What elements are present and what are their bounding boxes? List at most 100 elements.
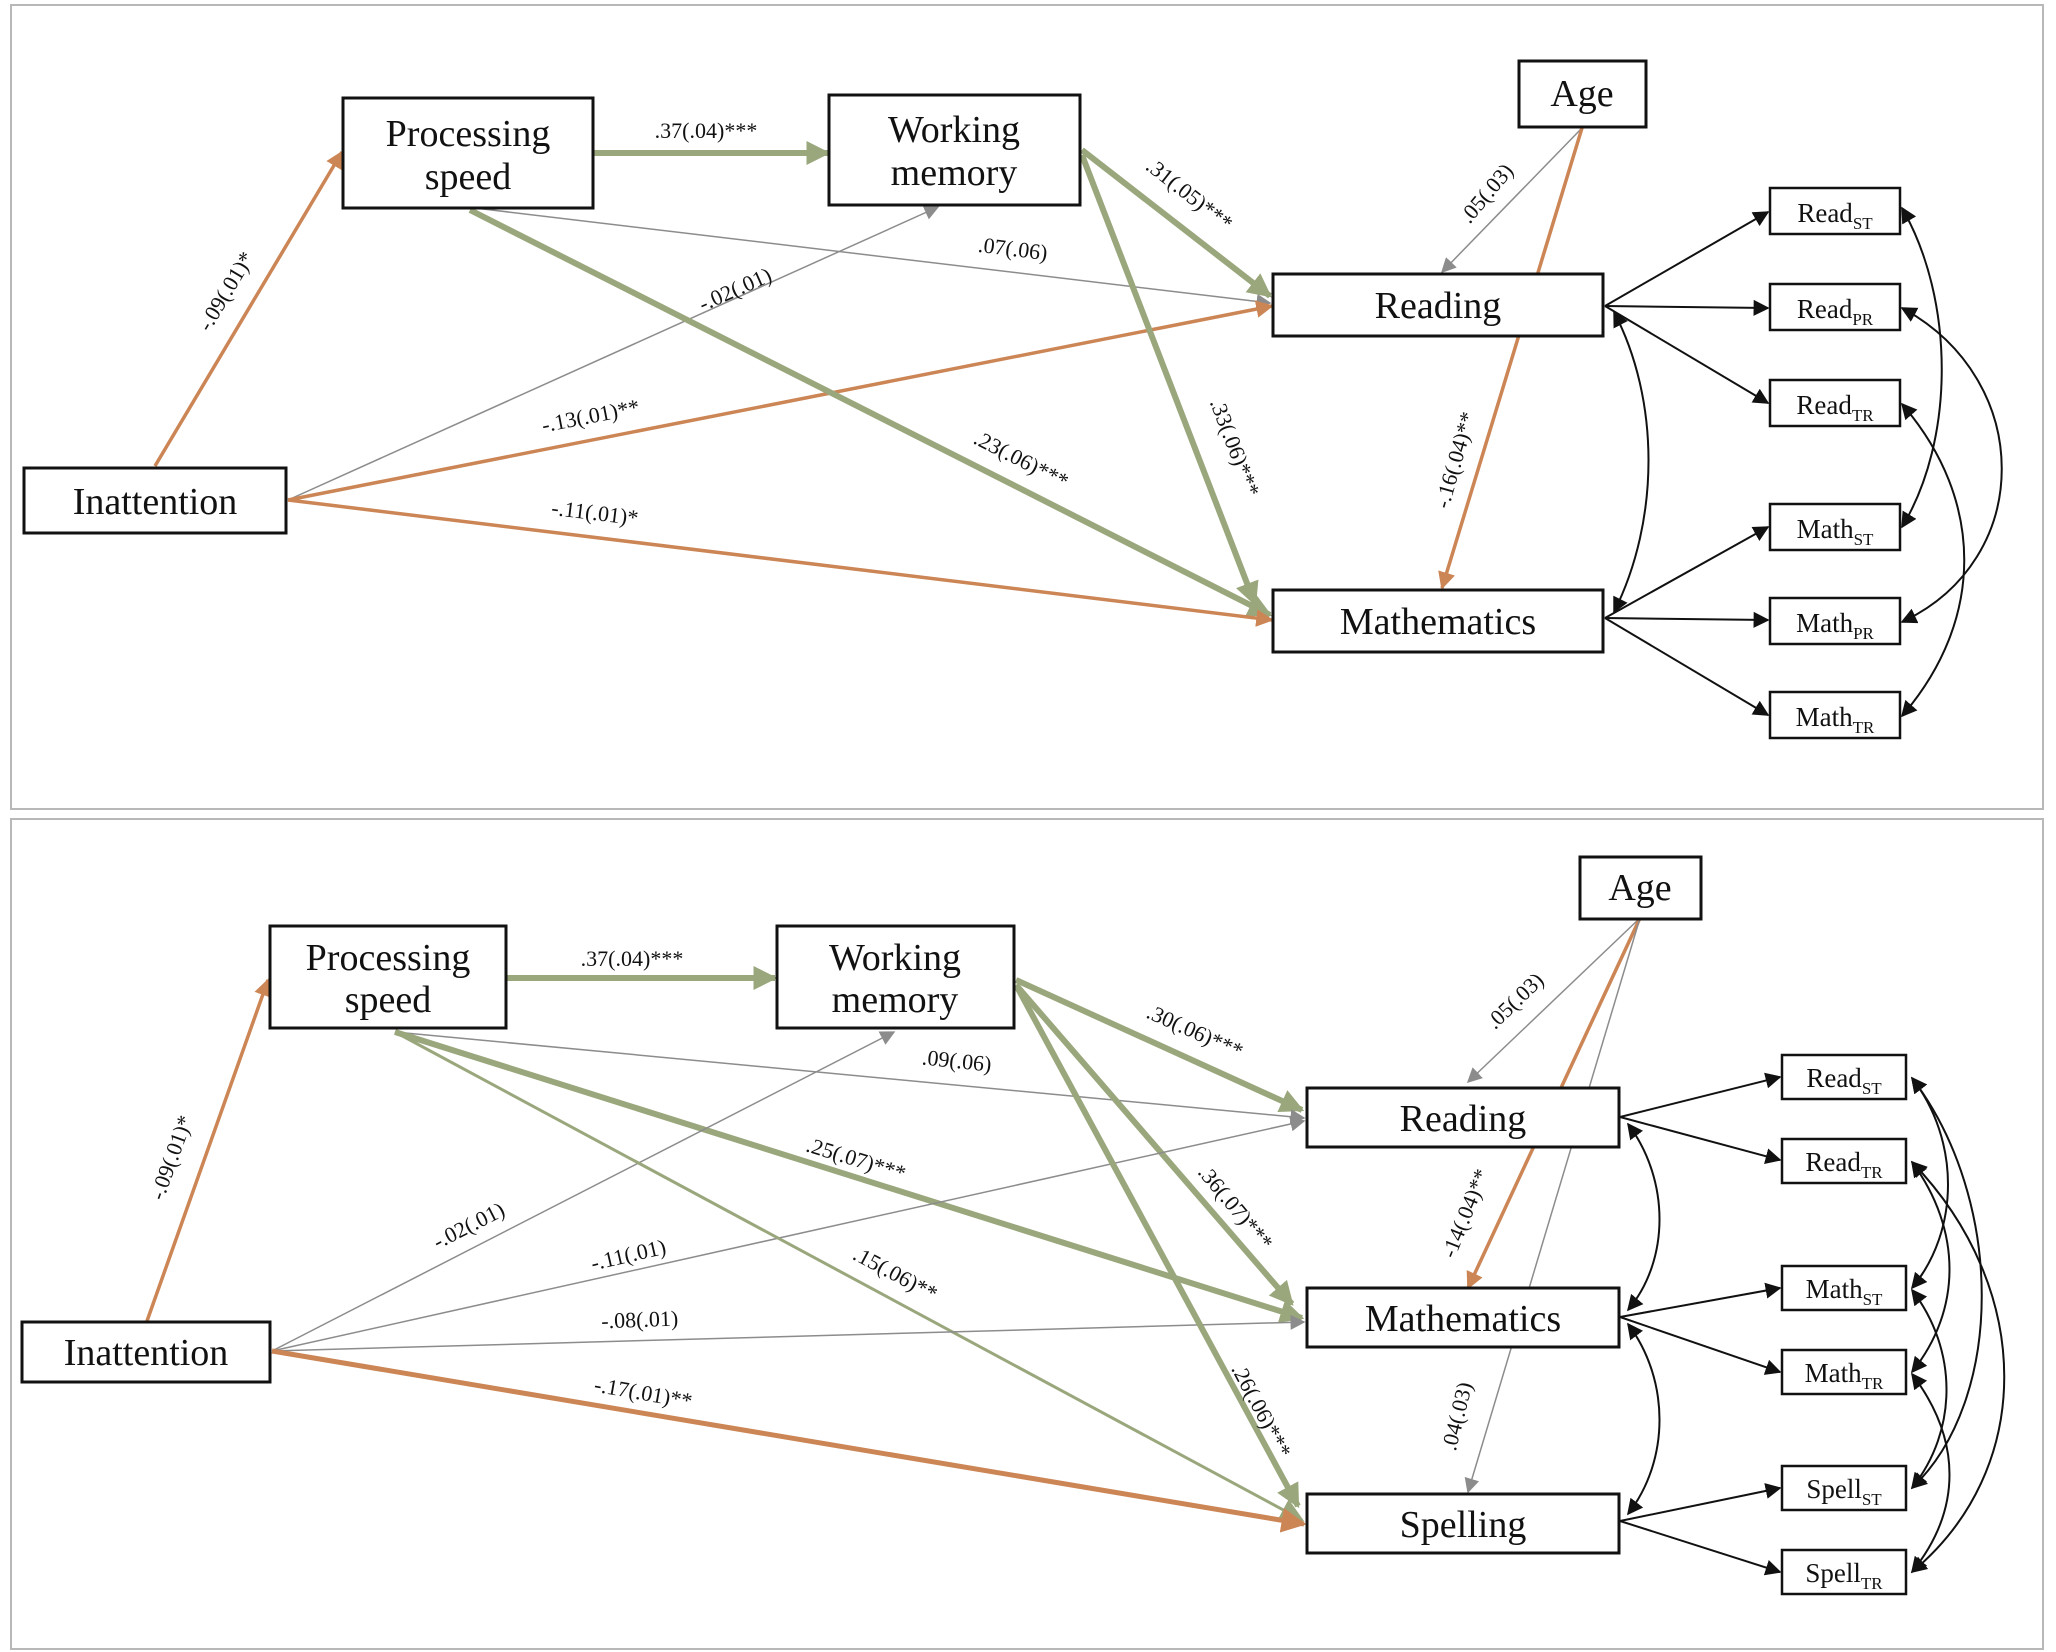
node-mathematics-label: Mathematics (1365, 1298, 1561, 1340)
indicator-read-pr: ReadPR (1768, 282, 1902, 332)
indicator-math-st-label: MathST (1797, 514, 1874, 549)
indicator-math-st: MathST (1768, 502, 1902, 552)
label-working-memory-spelling: .26(.06)*** (1226, 1359, 1296, 1461)
path-working-memory-mathematics (1013, 983, 1295, 1306)
covariance-read-st-spell-st (1910, 1076, 1983, 1490)
path-inattention-mathematics (287, 498, 1274, 627)
loading-mathematics-math-tr (1604, 617, 1770, 716)
path-inattention-processing-speed (145, 978, 271, 1322)
label-inattention-mathematics: -.11(.01)* (550, 495, 640, 530)
node-working-memory: Working memory (775, 924, 1016, 1030)
node-inattention-label: Inattention (73, 481, 238, 523)
path-processing-speed-mathematics (468, 207, 1273, 618)
indicator-math-tr-label: MathTR (1805, 1358, 1884, 1393)
label-inattention-processing-speed: -.09(.01)* (144, 1112, 198, 1203)
indicator-math-st-label: MathST (1806, 1274, 1883, 1309)
label-age-mathematics: -.16(.04)** (1429, 409, 1480, 511)
indicator-read-st-label: ReadST (1806, 1063, 1882, 1098)
loading-spelling-spell-st (1619, 1483, 1782, 1522)
node-spelling: Spelling (1305, 1492, 1621, 1555)
indicator-read-st-label: ReadST (1797, 198, 1873, 233)
label-inattention-processing-speed: -.09(.01)* (192, 247, 259, 335)
path-inattention-working-memory (287, 205, 940, 501)
node-age-label: Age (1608, 867, 1671, 909)
indicator-read-tr: ReadTR (1780, 1137, 1908, 1185)
path-inattention-reading (287, 300, 1274, 502)
path-processing-speed-spelling (394, 1030, 1305, 1522)
node-mathematics-label: Mathematics (1340, 601, 1536, 643)
label-processing-speed-spelling: .15(.06)** (849, 1241, 942, 1306)
node-processing-speed-line1: Processing (306, 937, 471, 979)
loading-mathematics-math-pr (1604, 611, 1770, 628)
loading-mathematics-math-st (1604, 526, 1770, 619)
node-inattention: Inattention (22, 466, 288, 535)
node-inattention-label: Inattention (64, 1332, 229, 1374)
node-processing-speed-line2: speed (425, 156, 512, 198)
covariance-read-tr-spell-tr (1910, 1160, 2006, 1574)
loading-reading-read-st (1619, 1072, 1782, 1118)
indicator-math-tr-label: MathTR (1796, 702, 1875, 737)
node-reading: Reading (1305, 1086, 1621, 1149)
covariance-reading-mathematics (1626, 1122, 1661, 1312)
covariance-read-tr-math-tr (1910, 1160, 1951, 1374)
path-working-memory-reading (1014, 977, 1305, 1113)
covariance-read-pr-math-pr (1900, 307, 2003, 624)
node-age: Age (1578, 855, 1703, 921)
node-processing-speed: Processing speed (268, 924, 508, 1030)
loading-reading-read-tr (1604, 305, 1770, 404)
label-inattention-working-memory: -.02(.01) (429, 1197, 509, 1254)
indicator-math-tr: MathTR (1768, 690, 1902, 740)
path-inattention-working-memory (271, 1031, 896, 1352)
node-spelling-label: Spelling (1400, 1504, 1527, 1546)
path-inattention-reading (271, 1116, 1306, 1352)
label-working-memory-reading: .30(.06)*** (1143, 999, 1247, 1064)
indicator-read-st: ReadST (1780, 1053, 1908, 1101)
node-reading: Reading (1271, 272, 1605, 338)
node-age-label: Age (1550, 73, 1613, 115)
label-inattention-mathematics: -.08(.01) (601, 1306, 679, 1334)
node-mathematics: Mathematics (1305, 1286, 1621, 1349)
label-processing-speed-working-memory: .37(.04)*** (581, 946, 684, 971)
node-processing-speed-line1: Processing (386, 113, 551, 155)
indicator-read-pr-label: ReadPR (1797, 294, 1874, 329)
label-age-reading: .05(.03) (1481, 967, 1548, 1033)
path-age-reading (1466, 917, 1641, 1084)
label-working-memory-mathematics: .33(.06)*** (1205, 395, 1265, 500)
path-working-memory-mathematics (1079, 153, 1259, 607)
node-working-memory: Working memory (827, 93, 1082, 207)
node-working-memory-line1: Working (829, 937, 961, 979)
indicator-read-tr-label: ReadTR (1805, 1147, 1883, 1182)
indicator-spell-st: SpellST (1780, 1464, 1908, 1512)
label-processing-speed-mathematics: .23(.06)*** (970, 425, 1073, 494)
loading-reading-read-st (1604, 211, 1770, 307)
label-processing-speed-working-memory: .37(.04)*** (655, 118, 758, 143)
label-age-reading: .05(.03) (1454, 158, 1518, 227)
covariance-mathematics-spelling (1627, 1322, 1661, 1516)
path-processing-speed-reading (474, 207, 1272, 309)
node-working-memory-line2: memory (891, 152, 1018, 194)
covariance-reading-mathematics (1613, 310, 1650, 614)
path-age-reading (1440, 127, 1583, 274)
covariance-math-tr-spell-tr (1910, 1372, 1951, 1574)
path-working-memory-reading (1080, 147, 1272, 299)
loading-reading-read-tr (1619, 1116, 1782, 1164)
indicator-math-pr-label: MathPR (1796, 608, 1874, 643)
node-age: Age (1517, 59, 1648, 129)
indicator-spell-st-label: SpellST (1806, 1474, 1882, 1509)
path-age-spelling (1464, 917, 1641, 1494)
node-reading-label: Reading (1400, 1098, 1527, 1140)
indicator-math-tr: MathTR (1780, 1348, 1908, 1396)
covariance-read-st-math-st (1901, 206, 1943, 529)
label-processing-speed-reading: .09(.06) (921, 1044, 993, 1076)
path-processing-speed-mathematics (394, 1029, 1305, 1323)
loading-mathematics-math-tr (1619, 1316, 1782, 1375)
path-processing-speed-reading (394, 1031, 1306, 1125)
indicator-read-tr: ReadTR (1768, 378, 1902, 428)
label-inattention-reading: -.13(.01)** (540, 394, 642, 437)
node-inattention: Inattention (20, 1320, 272, 1384)
path-inattention-mathematics (271, 1314, 1306, 1352)
label-inattention-reading: -.11(.01) (588, 1234, 668, 1275)
label-inattention-working-memory: -.02(.01) (695, 262, 775, 316)
path-inattention-processing-speed (153, 150, 344, 467)
node-working-memory-line2: memory (832, 979, 959, 1021)
